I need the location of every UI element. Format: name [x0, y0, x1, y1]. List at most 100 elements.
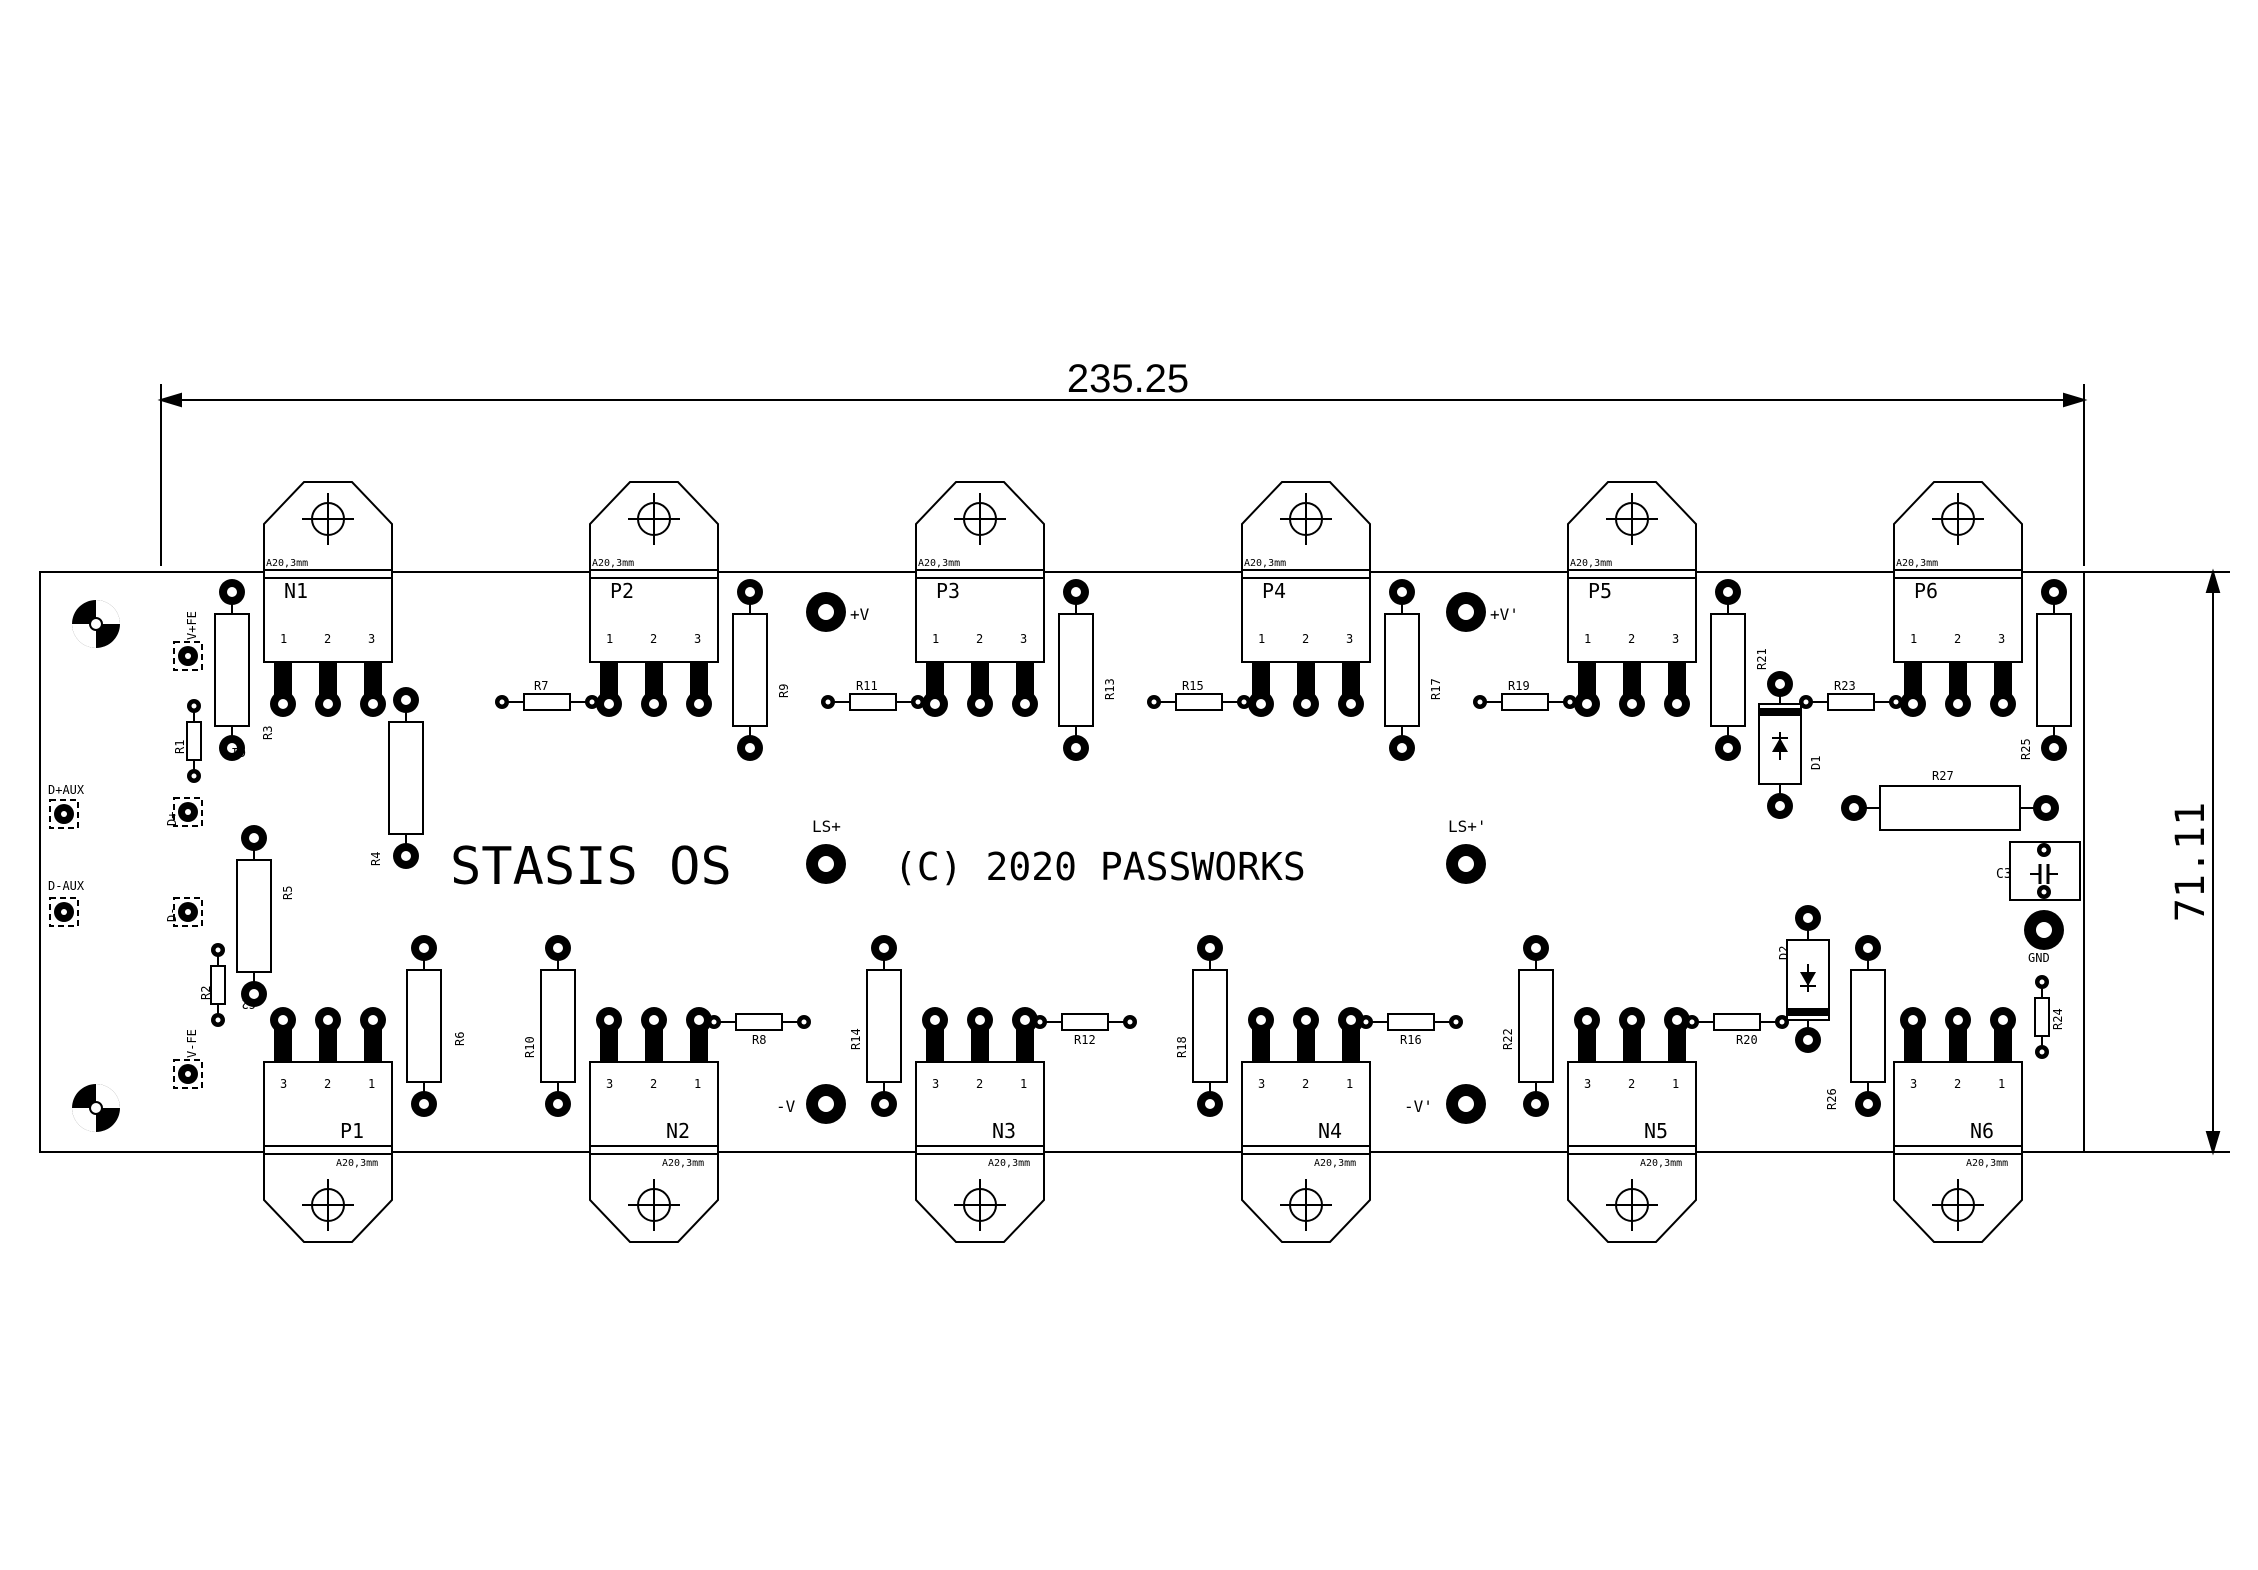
svg-text:2: 2 — [324, 632, 331, 646]
terminal-ls-plus-prime — [1446, 844, 1486, 884]
height-dimension — [2084, 568, 2230, 1156]
svg-text:1: 1 — [1346, 1077, 1353, 1091]
heatsink-note-p5: A20,3mm — [1570, 558, 1612, 569]
resistor-r10 — [541, 935, 575, 1117]
svg-text:3: 3 — [1258, 1077, 1265, 1091]
mounting-hole-bottom — [71, 1083, 121, 1133]
label-r8: R8 — [752, 1033, 766, 1047]
resistor-r21 — [1711, 579, 1745, 761]
label-r13: R13 — [1103, 678, 1117, 700]
label-n6: N6 — [1970, 1119, 1994, 1143]
label-n2: N2 — [666, 1119, 690, 1143]
terminal-gnd — [2024, 910, 2064, 950]
width-dimension — [157, 384, 2088, 566]
label-p6: P6 — [1914, 579, 1938, 603]
heatsink-note-n6: A20,3mm — [1966, 1158, 2008, 1169]
label-r3: R3 — [261, 726, 275, 740]
resistor-r18 — [1193, 935, 1227, 1117]
svg-text:3: 3 — [1346, 632, 1353, 646]
label-d-minus-aux: D-AUX — [48, 879, 85, 893]
svg-text:3: 3 — [368, 632, 375, 646]
label-n5: N5 — [1644, 1119, 1668, 1143]
resistor-r9 — [733, 579, 767, 761]
resistor-r2 — [210, 942, 226, 1028]
label-v-minus: -V — [776, 1097, 796, 1116]
diode-d2 — [1787, 905, 1829, 1053]
svg-text:2: 2 — [976, 632, 983, 646]
transistor-n3 — [916, 1007, 1044, 1242]
svg-text:2: 2 — [1628, 632, 1635, 646]
label-d1: D1 — [1809, 756, 1823, 770]
svg-text:1: 1 — [932, 632, 939, 646]
label-r1: R1 — [173, 740, 187, 754]
resistor-r25 — [2037, 579, 2071, 761]
label-r5: R5 — [281, 886, 295, 900]
resistor-r11 — [820, 693, 926, 711]
label-r22: R22 — [1501, 1028, 1515, 1050]
label-v-minus-fe: V-FE — [185, 1029, 199, 1058]
terminal-v-plus — [806, 592, 846, 632]
svg-text:1: 1 — [694, 1077, 701, 1091]
svg-text:1: 1 — [606, 632, 613, 646]
terminal-v-minus — [806, 1084, 846, 1124]
label-r7: R7 — [534, 679, 548, 693]
label-v-plus-fe: V+FE — [185, 611, 199, 640]
svg-text:3: 3 — [1672, 632, 1679, 646]
svg-text:1: 1 — [1584, 632, 1591, 646]
label-n3: N3 — [992, 1119, 1016, 1143]
label-v-plus-prime: +V' — [1490, 605, 1519, 624]
svg-text:2: 2 — [1302, 1077, 1309, 1091]
terminal-v-minus-prime — [1446, 1084, 1486, 1124]
transistor-n4 — [1242, 1007, 1370, 1242]
resistor-r26 — [1851, 935, 1885, 1117]
board-outline — [39, 571, 2085, 1153]
svg-text:2: 2 — [1954, 632, 1961, 646]
label-r21: R21 — [1755, 648, 1769, 670]
svg-text:2: 2 — [650, 1077, 657, 1091]
heatsink-note-n1: A20,3mm — [266, 558, 308, 569]
resistor-r3 — [215, 579, 249, 761]
label-r9: R9 — [777, 684, 791, 698]
label-gnd: GND — [2028, 951, 2050, 965]
label-r4: R4 — [369, 852, 383, 866]
board-title: STASIS OS — [450, 837, 732, 897]
height-dimension-label: 71.11 — [2168, 802, 2214, 922]
label-r19: R19 — [1508, 679, 1530, 693]
svg-text:1: 1 — [1910, 632, 1917, 646]
svg-text:1: 1 — [1998, 1077, 2005, 1091]
svg-text:2: 2 — [1954, 1077, 1961, 1091]
label-r17: R17 — [1429, 678, 1443, 700]
resistor-r17 — [1385, 579, 1419, 761]
resistor-r20 — [1684, 1013, 1790, 1031]
mounting-hole-top — [71, 599, 121, 649]
label-n4: N4 — [1318, 1119, 1342, 1143]
svg-text:2: 2 — [650, 632, 657, 646]
resistor-r19 — [1472, 693, 1578, 711]
resistor-r6 — [407, 935, 441, 1117]
label-r25: R25 — [2019, 738, 2033, 760]
label-r20: R20 — [1736, 1033, 1758, 1047]
label-c1: C1 — [232, 745, 246, 759]
label-r6: R6 — [453, 1032, 467, 1046]
transistor-n2 — [590, 1007, 718, 1242]
label-p4: P4 — [1262, 579, 1286, 603]
label-r14: R14 — [849, 1028, 863, 1050]
label-c3: C3 — [1996, 867, 2012, 882]
label-r11: R11 — [856, 679, 878, 693]
heatsink-note-n3: A20,3mm — [988, 1158, 1030, 1169]
label-p2: P2 — [610, 579, 634, 603]
heatsink-note-p2: A20,3mm — [592, 558, 634, 569]
svg-text:3: 3 — [932, 1077, 939, 1091]
label-r18: R18 — [1175, 1036, 1189, 1058]
heatsink-note-p6: A20,3mm — [1896, 558, 1938, 569]
label-r12: R12 — [1074, 1033, 1096, 1047]
label-c2: C2 — [242, 997, 256, 1011]
pad-d-minus-aux — [49, 897, 79, 927]
resistor-r22 — [1519, 935, 1553, 1117]
label-d-minus: D- — [165, 908, 179, 922]
resistor-r24 — [2034, 974, 2050, 1060]
label-p3: P3 — [936, 579, 960, 603]
resistor-r16 — [1358, 1013, 1464, 1031]
